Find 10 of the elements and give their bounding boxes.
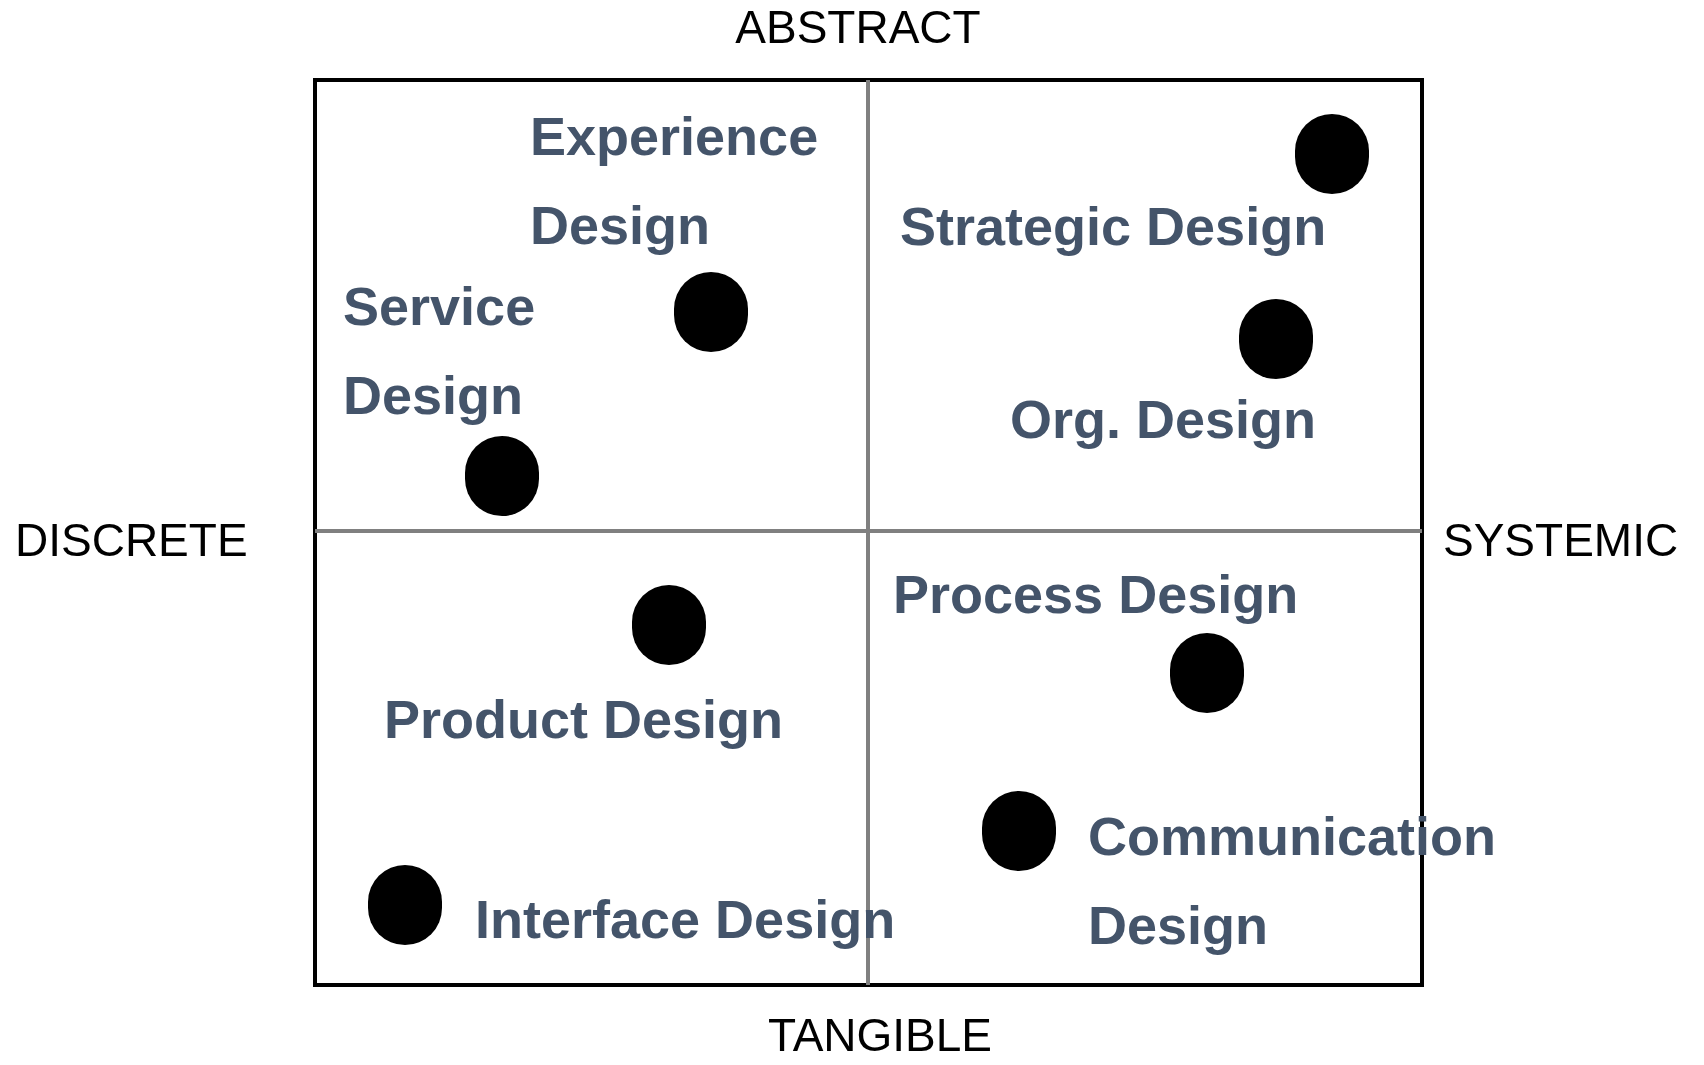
axis-label: DISCRETE [15,517,248,563]
discipline-label: Org. Design [1010,388,1317,451]
discipline-label: Process Design [893,563,1299,626]
discipline-label: Service Design [343,275,537,427]
discipline-label: Product Design [384,688,784,751]
axis-label: SYSTEMIC [1443,517,1679,563]
discipline-label: Strategic Design [900,195,1327,258]
discipline-label: Experience Design [530,105,820,257]
axis-label: ABSTRACT [735,4,981,50]
axis-label: TANGIBLE [767,1012,993,1058]
